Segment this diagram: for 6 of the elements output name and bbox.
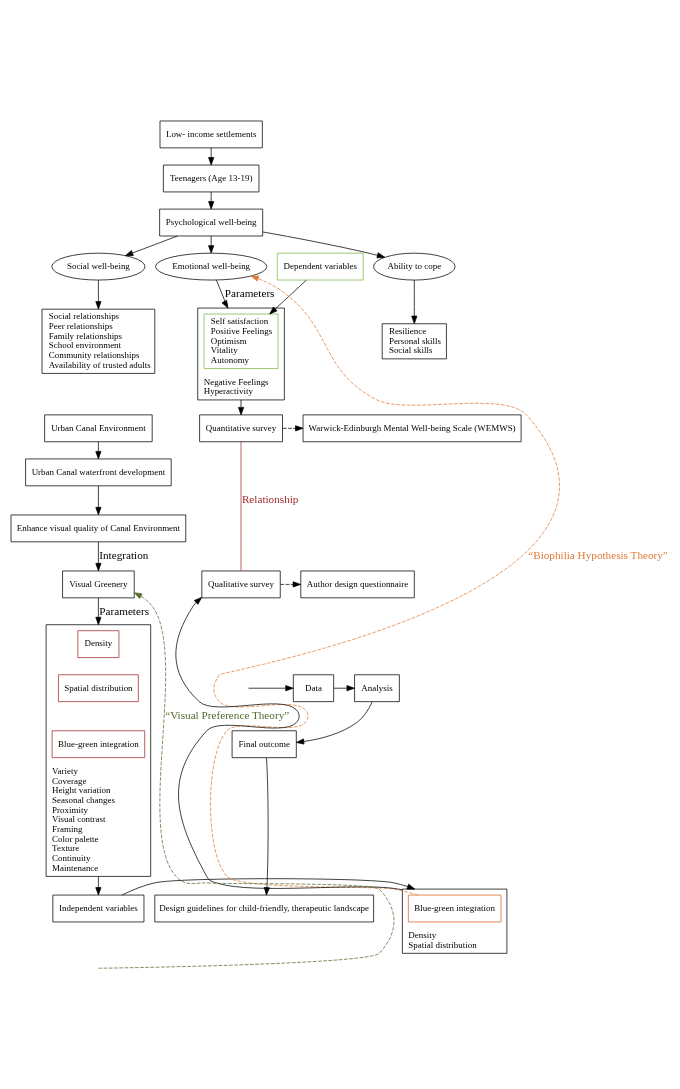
edge-label: “Visual Preference Theory”: [165, 708, 290, 721]
edge-label: “Biophilia Hypothesis Theory”: [528, 548, 668, 561]
edge-label: Relationship: [241, 492, 299, 505]
edge-label: Parameters: [224, 286, 275, 299]
edge-label: Parameters: [99, 604, 150, 617]
edge-label: Integration: [99, 548, 149, 561]
